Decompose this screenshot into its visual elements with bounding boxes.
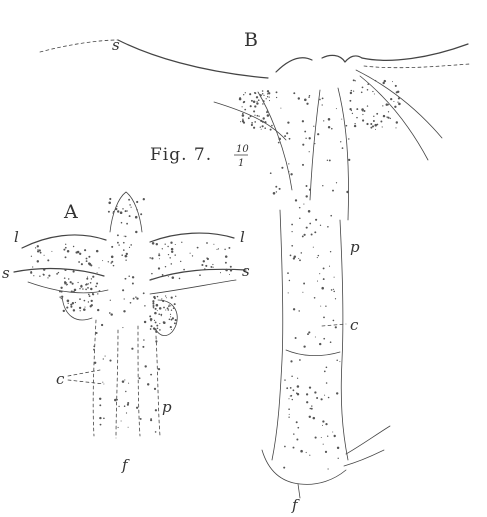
panel-b-label-f: f	[291, 496, 300, 514]
panel-b-label-s: s	[112, 36, 120, 54]
panel-a-leaf-right-upper	[150, 233, 234, 242]
figure-caption: Fig. 7. 10 1	[150, 144, 249, 169]
panel-b-rootlet-2	[344, 450, 384, 466]
panel-b-stalk-left	[272, 210, 283, 460]
panel-b-notch-mid	[322, 55, 362, 62]
panel-b-sheath-s-line	[40, 40, 118, 52]
panel-a-drawing	[14, 192, 246, 438]
panel-a-label-s-right: s	[242, 262, 250, 280]
panel-b-right-inner-line	[364, 64, 470, 68]
panel-a-sheath-left-lower	[28, 282, 108, 293]
panel-a-label-l-right: l	[240, 228, 245, 246]
panel-b-fan-line-1	[258, 92, 292, 190]
panel-b-fan-line-2	[310, 90, 320, 200]
panel-b-label-p: p	[350, 238, 360, 256]
panel-b-drawing	[40, 40, 470, 498]
panel-b-fan-line-4	[360, 76, 428, 160]
panel-a-label-s-left: s	[2, 264, 10, 282]
panel-a-c-leader-2	[68, 380, 104, 384]
panel-a-c-leader-1	[68, 370, 100, 376]
caption-text: Fig. 7.	[150, 145, 212, 165]
panel-b-fan-line-3	[338, 88, 349, 220]
panel-b-cell-stippling	[239, 79, 401, 469]
panel-b-c-leader	[322, 324, 346, 326]
panel-a-label-l-left: l	[14, 228, 19, 246]
panel-b-base-outline	[262, 450, 346, 484]
panel-a-strand-4	[156, 336, 160, 436]
panel-a-label-f: f	[121, 456, 130, 474]
panel-a-sheath-right-lower	[150, 280, 236, 294]
panel-b-title: B	[244, 29, 258, 51]
panel-a-strand-2	[116, 330, 118, 438]
panel-a-label-c: c	[56, 370, 65, 388]
panel-a-title: A	[63, 201, 78, 223]
panel-b-upper-right-margin	[362, 44, 468, 60]
panel-a-strand-1	[93, 320, 96, 436]
scale-numerator: 10	[236, 144, 249, 155]
panel-a-strand-3	[138, 326, 140, 436]
panel-a-label-p: p	[162, 398, 172, 416]
panel-b-rootlet-1	[346, 426, 390, 454]
panel-b-f-leader	[298, 484, 300, 498]
panel-b-stalk-right	[340, 220, 348, 460]
panel-b-fan-line-6	[214, 102, 286, 140]
panel-b-notch-left	[276, 58, 312, 72]
panel-b-stalk-constriction	[286, 350, 340, 356]
scale-denominator: 1	[238, 158, 244, 169]
panel-b-label-c: c	[350, 316, 359, 334]
panel-a-leaf-left-upper	[22, 235, 106, 248]
